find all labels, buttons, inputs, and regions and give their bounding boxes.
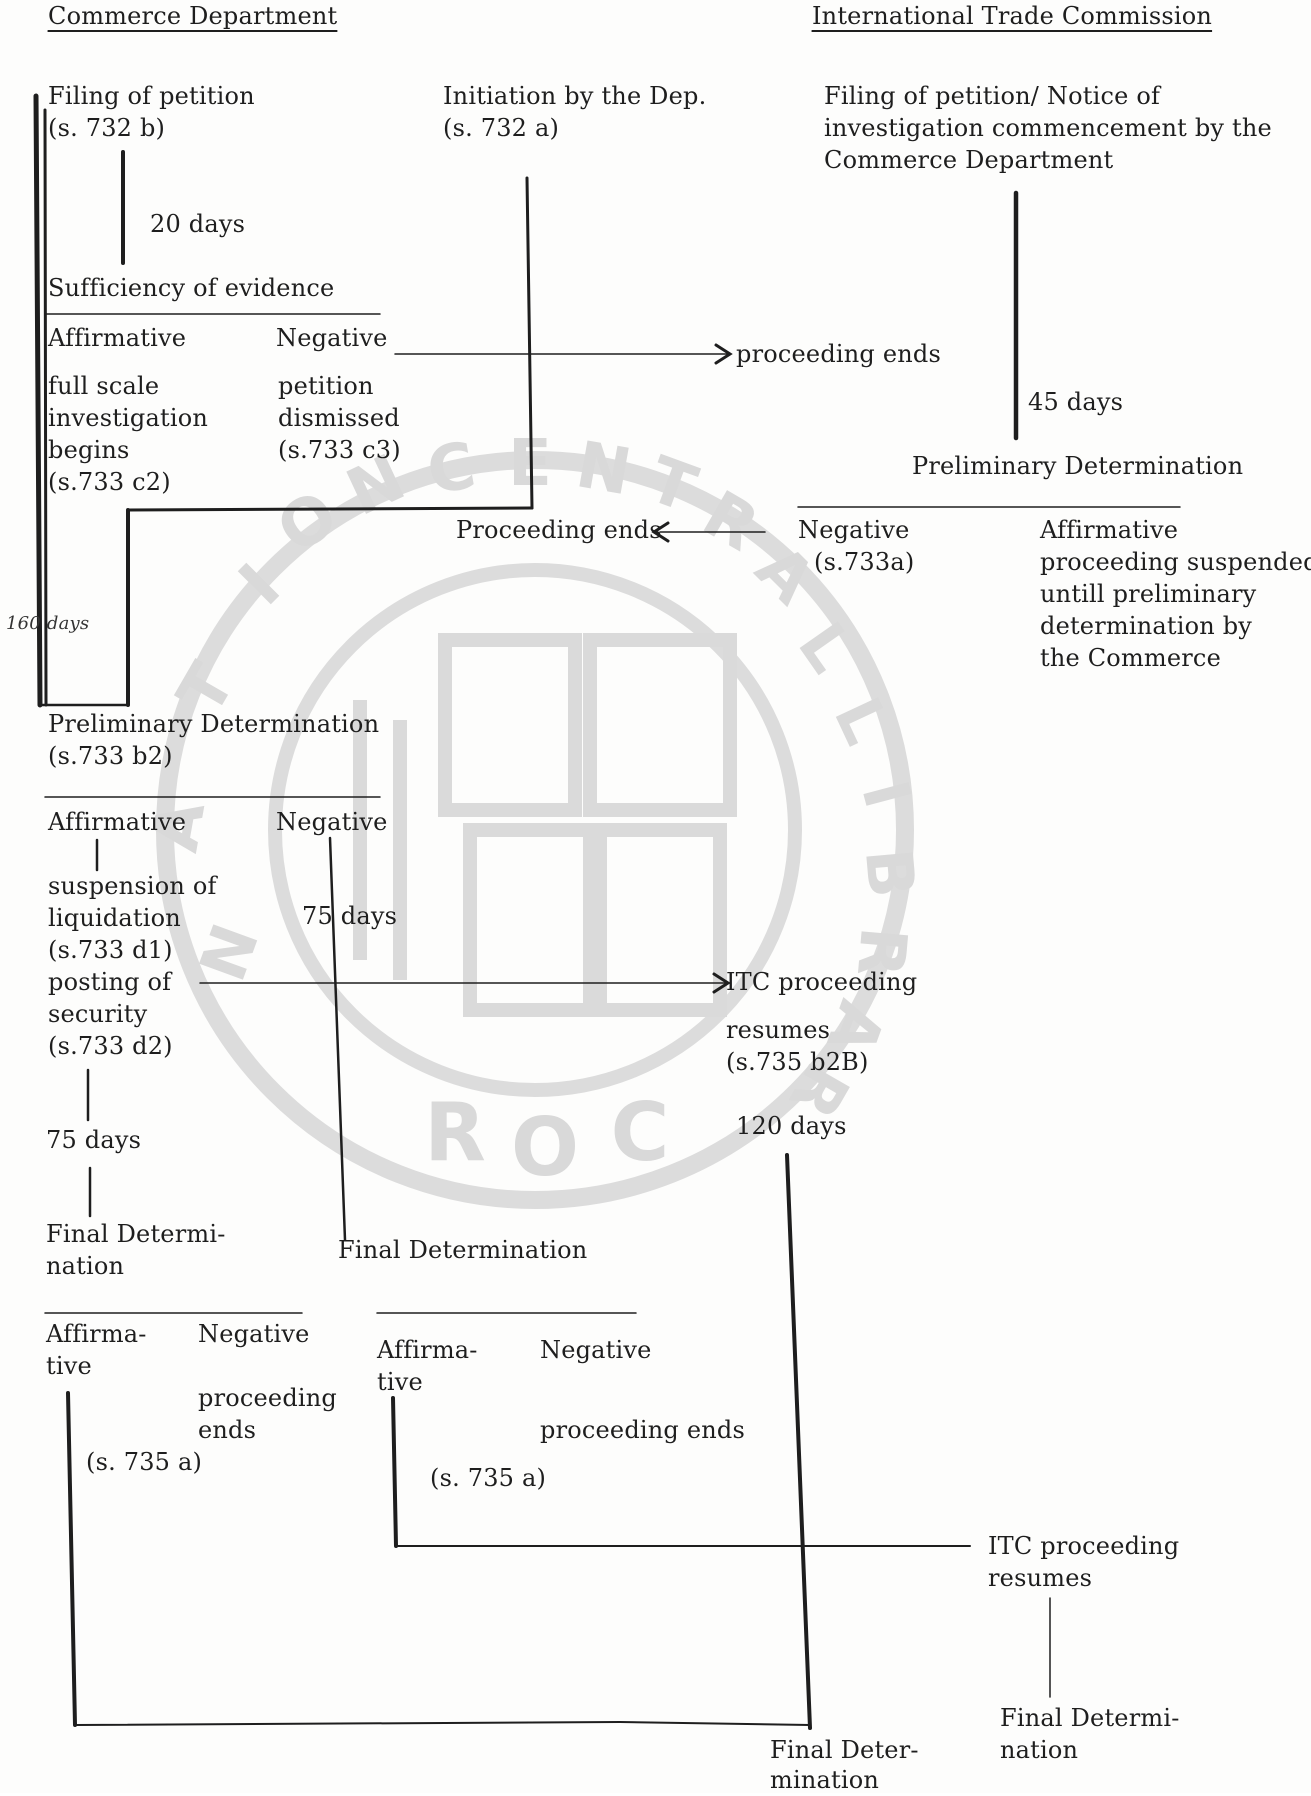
- itc-affirmative-line: untill preliminary: [1040, 580, 1257, 608]
- negative-label: Negative: [198, 1320, 310, 1348]
- negative-label: Negative: [276, 808, 388, 836]
- dismissed-line: dismissed: [278, 404, 400, 432]
- days-20-label: 20 days: [150, 210, 246, 238]
- itc-section-735b2b: (s.735 b2B): [726, 1048, 869, 1076]
- full-scale-line: begins: [48, 436, 130, 464]
- itc-filing-line: Filing of petition/ Notice of: [824, 82, 1161, 110]
- itc-filing-line: investigation commencement by the: [824, 114, 1272, 142]
- itc-proceeding-resumes: resumes: [726, 1016, 831, 1044]
- full-scale-line: investigation: [48, 404, 209, 432]
- filing-of-petition: Filing of petition: [48, 82, 255, 110]
- full-scale-line: (s.733 c2): [48, 468, 171, 496]
- negative-label: Negative: [540, 1336, 652, 1364]
- days-75-label: 75 days: [46, 1126, 142, 1154]
- suspension-line: posting of: [48, 968, 172, 996]
- suspension-line: (s.733 d1): [48, 936, 173, 964]
- affirmative-label: Affirma-: [46, 1320, 147, 1348]
- commerce-department-header: Commerce Department: [48, 2, 338, 30]
- suspension-line: (s.733 d2): [48, 1032, 173, 1060]
- sufficiency-of-evidence: Sufficiency of evidence: [48, 274, 335, 302]
- itc-negative-label: Negative: [798, 516, 910, 544]
- final-determination-mid: Final Determination: [338, 1236, 588, 1264]
- section-735a: (s. 735 a): [430, 1464, 547, 1492]
- affirmative-label: Affirmative: [48, 324, 187, 352]
- svg-text:O: O: [511, 1101, 579, 1194]
- days-45-label: 45 days: [1028, 388, 1124, 416]
- affirmative-label: tive: [377, 1368, 423, 1396]
- proceeding-ends-label: proceeding ends: [540, 1416, 745, 1444]
- itc-final-determination: mination: [770, 1766, 880, 1794]
- initiation-section: (s. 732 a): [443, 114, 560, 142]
- svg-text:B: B: [850, 846, 928, 901]
- affirmative-label: Affirma-: [377, 1336, 478, 1364]
- dismissed-line: (s.733 c3): [278, 436, 401, 464]
- itc-proceeding-resumes: resumes: [988, 1564, 1093, 1592]
- suspension-line: security: [48, 1000, 148, 1028]
- itc-proceeding-resumes: ITC proceeding: [988, 1532, 1180, 1560]
- itc-negative-section: (s.733a): [814, 548, 915, 576]
- svg-text:N: N: [571, 428, 637, 510]
- itc-header: International Trade Commission: [812, 2, 1213, 30]
- svg-text:R: R: [424, 1086, 486, 1179]
- proceeding-ends-label: ends: [198, 1416, 257, 1444]
- affirmative-label: Affirmative: [48, 808, 187, 836]
- proceeding-ends-label: proceeding ends: [736, 340, 941, 368]
- itc-final-determination: Final Deter-: [770, 1736, 919, 1764]
- initiation-by-dep: Initiation by the Dep.: [443, 82, 707, 110]
- itc-affirmative-line: the Commerce: [1040, 644, 1221, 672]
- days-120-label: 120 days: [736, 1112, 847, 1140]
- affirmative-label: tive: [46, 1352, 92, 1380]
- itc-preliminary-determination: Preliminary Determination: [912, 452, 1244, 480]
- itc-affirmative-line: determination by: [1040, 612, 1253, 640]
- proceeding-ends-label: proceeding: [198, 1384, 337, 1412]
- days-75-label: 75 days: [302, 902, 398, 930]
- itc-affirmative-line: proceeding suspended: [1040, 548, 1311, 576]
- itc-affirmative-line: Affirmative: [1040, 516, 1179, 544]
- final-determination-left: Final Determi-: [46, 1220, 226, 1248]
- itc-final-determination: Final Determi-: [1000, 1704, 1180, 1732]
- svg-text:C: C: [611, 1086, 670, 1179]
- preliminary-determination: Preliminary Determination: [48, 710, 380, 738]
- suspension-line: liquidation: [48, 904, 181, 932]
- svg-text:R: R: [842, 924, 920, 980]
- dismissed-line: petition: [278, 372, 374, 400]
- final-determination-left: nation: [46, 1252, 125, 1280]
- section-735a: (s. 735 a): [86, 1448, 203, 1476]
- suspension-line: suspension of: [48, 872, 217, 900]
- itc-filing-line: Commerce Department: [824, 146, 1114, 174]
- negative-label: Negative: [276, 324, 388, 352]
- handwritten-160-days: 160 days: [6, 613, 90, 634]
- full-scale-line: full scale: [48, 372, 160, 400]
- itc-proceeding-resumes: ITC proceeding: [726, 968, 918, 996]
- itc-final-determination: nation: [1000, 1736, 1079, 1764]
- preliminary-section: (s.733 b2): [48, 742, 173, 770]
- filing-section: (s. 732 b): [48, 114, 166, 142]
- itc-proceeding-ends: Proceeding ends: [456, 516, 662, 544]
